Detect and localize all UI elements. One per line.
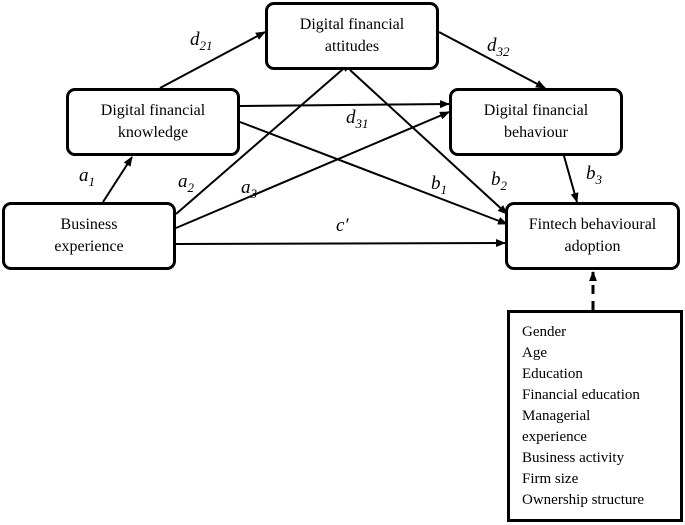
- arrow-a3: [175, 111, 450, 229]
- digital-financial-knowledge-label-1: Digital financial: [100, 102, 206, 119]
- arrow-d31: [239, 100, 450, 109]
- path-label-b1: b1: [431, 173, 448, 197]
- path-label-d31: d31: [346, 107, 369, 131]
- path-label-b2-base: b: [491, 169, 501, 190]
- arrow-a2: [175, 62, 351, 215]
- path-label-b3-base: b: [586, 163, 596, 184]
- arrow-b2: [349, 69, 508, 215]
- path-label-b2-sub: 2: [500, 177, 508, 193]
- path-label-b3-sub: 3: [595, 171, 603, 187]
- path-label-c-prime: c′: [336, 216, 349, 236]
- control-variable-item: Education: [522, 366, 583, 382]
- path-label-a3-sub: 3: [250, 185, 258, 201]
- control-variables-box: Gender Age Education Financial education…: [507, 310, 683, 522]
- path-label-d21: d21: [190, 29, 213, 53]
- digital-financial-attitudes-box: Digital financial attitudes: [265, 2, 439, 70]
- path-label-d21-sub: 21: [199, 37, 213, 53]
- arrow-d32: [438, 31, 546, 89]
- control-variable-item: Firm size: [522, 471, 579, 487]
- fintech-behavioural-adoption-label-1: Fintech behavioural: [528, 216, 657, 233]
- business-experience-label-2: experience: [54, 238, 124, 255]
- path-label-c-prime-base: c′: [336, 215, 349, 236]
- arrow-c-prime: [175, 239, 506, 248]
- control-variable-item: Business activity: [522, 450, 625, 466]
- control-variable-item: Gender: [522, 324, 567, 340]
- path-label-a2-base: a: [178, 171, 188, 192]
- arrow-b3: [563, 155, 579, 203]
- path-label-b1-sub: 1: [440, 181, 448, 197]
- path-label-b3: b3: [586, 163, 603, 187]
- digital-financial-behaviour-label-2: behaviour: [504, 124, 568, 141]
- path-label-a3-base: a: [241, 177, 251, 198]
- path-label-a1: a1: [79, 165, 96, 189]
- path-label-a2-sub: 2: [187, 179, 195, 195]
- business-experience-label-1: Business: [60, 216, 118, 233]
- control-variable-item: experience: [522, 429, 587, 445]
- control-variable-item: Managerial: [522, 408, 591, 424]
- arrow-b1: [239, 121, 508, 225]
- digital-financial-knowledge-label-2: knowledge: [117, 124, 189, 141]
- path-label-a1-base: a: [79, 165, 89, 186]
- path-label-d31-base: d: [346, 107, 356, 128]
- arrow-d21: [159, 31, 266, 89]
- arrow-a1: [102, 156, 133, 203]
- business-experience-box: Business experience: [2, 202, 176, 270]
- path-label-a1-sub: 1: [88, 173, 96, 189]
- path-label-d32-base: d: [487, 35, 497, 56]
- path-label-d31-sub: 31: [355, 115, 369, 131]
- path-label-d32: d32: [487, 35, 510, 59]
- digital-financial-attitudes-label-2: attitudes: [324, 38, 380, 55]
- digital-financial-behaviour-label-1: Digital financial: [483, 102, 589, 119]
- digital-financial-behaviour-box: Digital financial behaviour: [449, 88, 623, 156]
- control-variable-item: Ownership structure: [522, 492, 645, 508]
- control-variable-item: Age: [522, 345, 547, 361]
- control-variable-item: Financial education: [522, 387, 640, 403]
- fintech-behavioural-adoption-box: Fintech behavioural adoption: [505, 202, 680, 270]
- path-label-b1-base: b: [431, 173, 441, 194]
- fintech-behavioural-adoption-label-2: adoption: [564, 238, 621, 255]
- path-label-b2: b2: [491, 169, 508, 193]
- path-label-a2: a2: [178, 171, 195, 195]
- digital-financial-attitudes-label-1: Digital financial: [299, 16, 405, 33]
- path-label-d21-base: d: [190, 29, 200, 50]
- path-label-d32-sub: 32: [496, 43, 510, 59]
- path-label-a3: a3: [241, 177, 258, 201]
- digital-financial-knowledge-box: Digital financial knowledge: [66, 88, 240, 156]
